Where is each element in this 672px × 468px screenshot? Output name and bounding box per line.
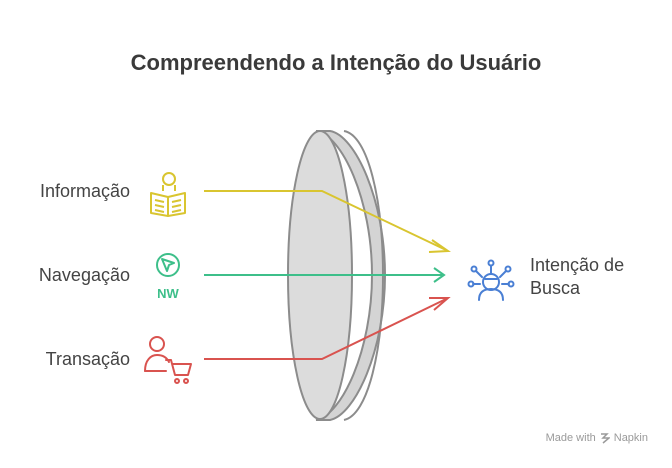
label-informacao: Informação: [39, 181, 130, 201]
arrow-informacao: [204, 190, 451, 253]
credit-text: Made with: [545, 432, 596, 444]
newspaper-reader-icon: [150, 172, 186, 217]
diagram-title: Compreendendo a Intenção do Usuário: [130, 50, 542, 75]
napkin-credit: Made with Napkin: [546, 432, 648, 444]
arrow-navegacao: [204, 267, 446, 283]
target-label-line2: Busca: [530, 278, 581, 298]
credit-brand: Napkin: [613, 432, 648, 444]
label-transacao: Transação: [45, 349, 130, 369]
arrow-transacao: [204, 297, 451, 360]
search-person-network-icon: [467, 259, 515, 301]
person-cart-icon: [144, 336, 192, 384]
target-label: Intenção de Busca: [530, 254, 670, 300]
target-label-line1: Intenção de: [530, 255, 625, 275]
svg-text:NW: NW: [157, 286, 179, 301]
napkin-logo-icon: [600, 432, 610, 444]
label-navegacao: Navegação: [38, 265, 130, 285]
compass-nw-icon: NW: [156, 253, 180, 301]
